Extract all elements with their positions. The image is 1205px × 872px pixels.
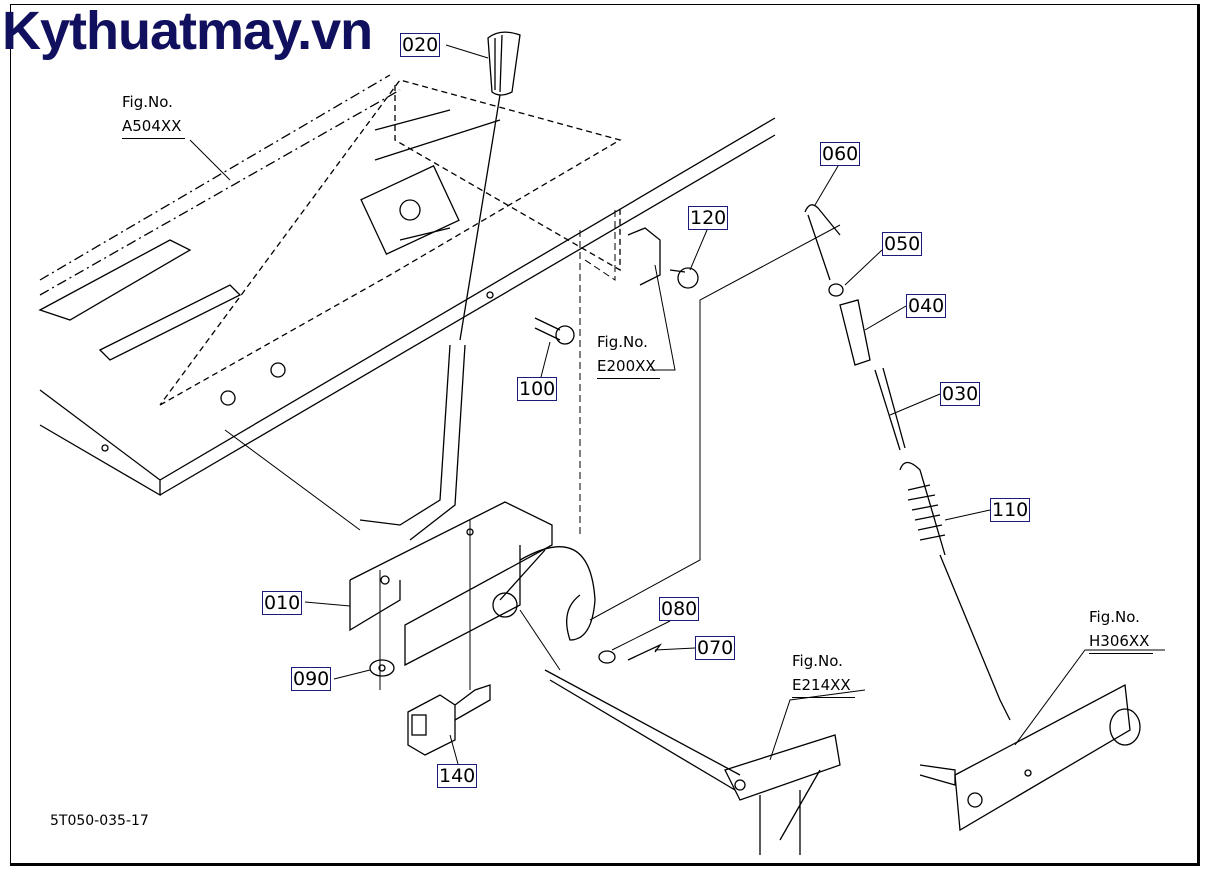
part-label-010[interactable]: 010: [262, 591, 303, 615]
part-label-100[interactable]: 100: [517, 377, 558, 401]
fig-code: H306XX: [1089, 629, 1154, 654]
fig-code: E200XX: [597, 354, 660, 379]
part-label-020[interactable]: 020: [400, 33, 441, 57]
part-label-120[interactable]: 120: [688, 206, 729, 230]
fig-label: Fig.No.: [597, 333, 648, 351]
bracket: [349, 501, 596, 690]
cotter-pin-070: [627, 643, 662, 661]
watermark-logo: Kythuatmay.vn: [2, 1, 373, 61]
part-label-090[interactable]: 090: [291, 667, 332, 691]
cable-assembly: [804, 204, 1011, 721]
arm-bracket: [919, 683, 1141, 832]
fig-code: A504XX: [122, 114, 186, 139]
part-label-030[interactable]: 030: [940, 382, 981, 406]
switch: [407, 684, 491, 756]
figure-ref-a504xx[interactable]: Fig.No. A504XX: [122, 90, 186, 139]
part-label-060[interactable]: 060: [820, 142, 861, 166]
figure-ref-e200xx[interactable]: Fig.No. E200XX: [597, 330, 660, 379]
part-label-140[interactable]: 140: [437, 764, 478, 788]
rod: [544, 669, 841, 855]
lever: [359, 31, 521, 541]
fig-label: Fig.No.: [792, 652, 843, 670]
fig-label: Fig.No.: [1089, 608, 1140, 626]
part-label-050[interactable]: 050: [882, 232, 923, 256]
diagram-frame: [10, 4, 1200, 866]
part-label-080[interactable]: 080: [659, 597, 700, 621]
frame-panel: [38, 74, 776, 497]
figure-ref-e214xx[interactable]: Fig.No. E214XX: [792, 649, 855, 698]
washer-080: [598, 650, 616, 664]
figure-ref-h306xx[interactable]: Fig.No. H306XX: [1089, 605, 1154, 654]
part-label-040[interactable]: 040: [906, 294, 947, 318]
part-label-110[interactable]: 110: [990, 498, 1031, 522]
part-label-070[interactable]: 070: [695, 636, 736, 660]
fig-code: E214XX: [792, 673, 855, 698]
fig-label: Fig.No.: [122, 93, 173, 111]
drawing-id: 5T050-035-17: [50, 813, 149, 829]
